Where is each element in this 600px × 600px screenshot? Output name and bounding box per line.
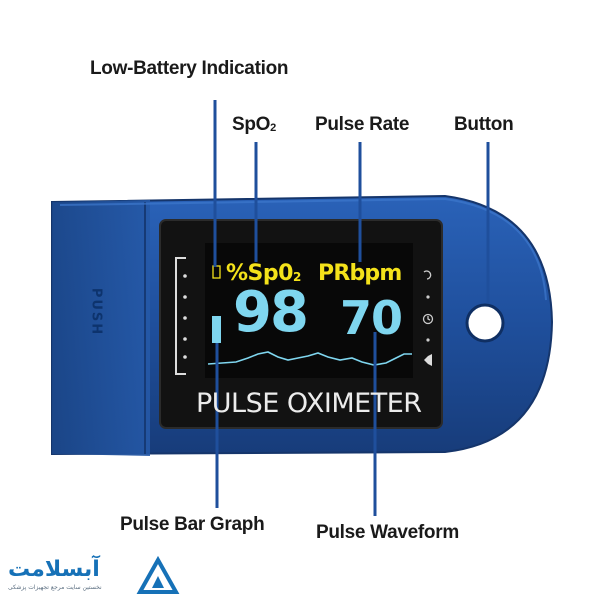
- loop-icon: [423, 270, 432, 280]
- pulse-waveform-line: [207, 351, 412, 366]
- pulse-rate-callout: Pulse Rate: [315, 114, 410, 135]
- left-indicator-bracket: [175, 257, 186, 375]
- button-callout: Button: [454, 114, 514, 135]
- pr-value: 70: [340, 291, 403, 345]
- watermark-logo-text: آبسلامت: [8, 557, 100, 582]
- brand-text: PULSE OXIMETER: [196, 388, 422, 419]
- callout-lines: [213, 100, 490, 516]
- speaker-icon: [424, 354, 432, 366]
- right-dot: [426, 338, 430, 342]
- power-button-icon[interactable]: [465, 303, 505, 343]
- spo2-label-text: %Sp0: [226, 261, 293, 286]
- spo2-callout: SpO2: [232, 114, 276, 136]
- left-indicator-dots: [183, 274, 187, 359]
- spo2-label-sub: 2: [292, 270, 301, 284]
- push-side-text: PUSH: [88, 287, 104, 337]
- watermark-logo-subtext: نخستین سایت مرجع تجهیزات پزشکی: [8, 584, 102, 591]
- right-dot: [426, 295, 430, 299]
- pulse-bar-icon: [212, 316, 221, 343]
- spo2-callout-text: SpO: [232, 114, 271, 135]
- watermark-logo-icon: [136, 555, 180, 594]
- pr-label: PRbpm: [318, 261, 402, 286]
- spo2-value: 98: [233, 280, 309, 345]
- clock-icon: [422, 313, 434, 325]
- spo2-label: %Sp02: [226, 261, 301, 286]
- pulse-waveform-callout: Pulse Waveform: [316, 522, 459, 543]
- spo2-callout-sub: 2: [270, 122, 276, 134]
- pulse-bar-callout: Pulse Bar Graph: [120, 514, 265, 535]
- low-battery-callout: Low-Battery Indication: [90, 58, 289, 79]
